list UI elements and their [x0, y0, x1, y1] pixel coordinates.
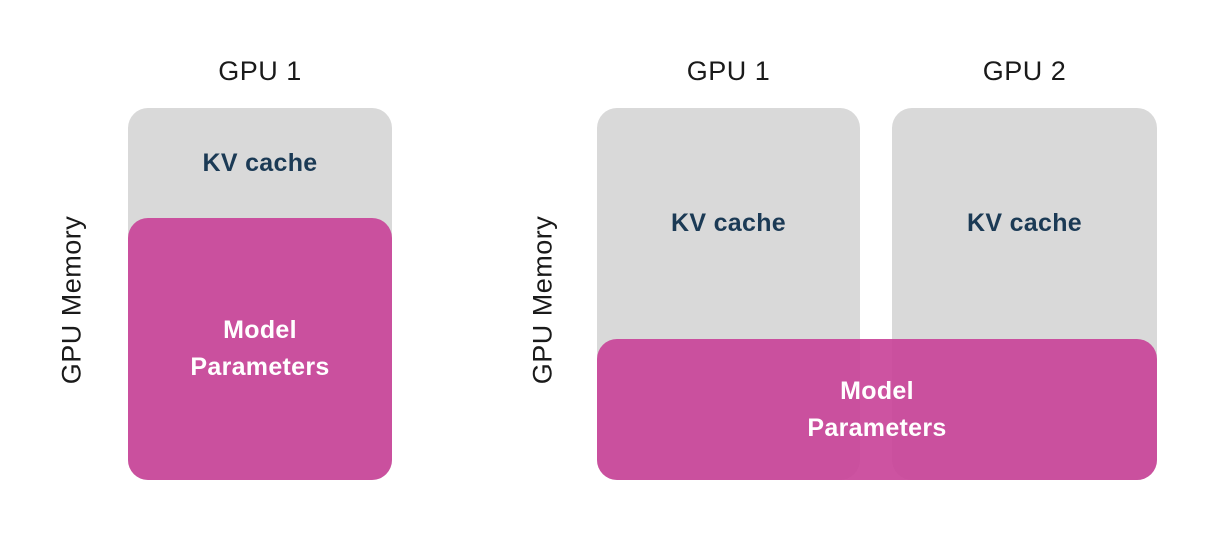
left-model-parameters-block: Model Parameters [128, 218, 392, 480]
right-model-parameters-line1: Model [840, 376, 914, 405]
right-gpu1-title: GPU 1 [686, 55, 771, 86]
left-gpu1-title: GPU 1 [218, 55, 302, 86]
left-model-parameters-line1: Model [223, 316, 297, 344]
right-model-parameters-block: Model Parameters [597, 339, 1157, 480]
right-gpu1-kv-cache-label: KV cache [671, 208, 786, 237]
right-gpu2-kv-cache-label: KV cache [967, 208, 1082, 237]
right-model-parameters-line2: Parameters [807, 413, 947, 442]
left-model-parameters-line2: Parameters [190, 353, 330, 381]
right-gpu2-title: GPU 2 [982, 55, 1067, 86]
right-gpu-memory-axis-label: GPU Memory [527, 215, 558, 385]
left-gpu1-kv-cache-label: KV cache [202, 148, 318, 177]
left-gpu-memory-axis-label: GPU Memory [56, 215, 87, 385]
